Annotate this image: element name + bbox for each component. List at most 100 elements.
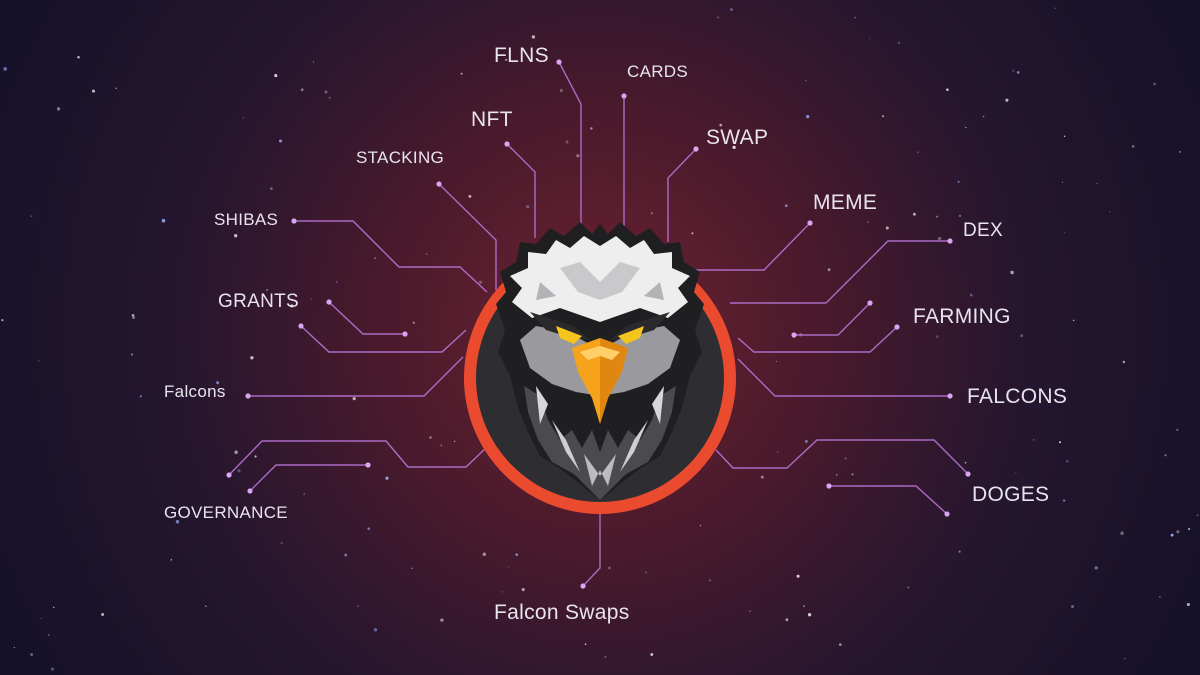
star: [132, 316, 136, 319]
connector-dots: [226, 59, 971, 589]
star: [254, 455, 257, 458]
star: [280, 542, 283, 545]
star: [175, 520, 180, 524]
star: [526, 205, 530, 209]
star: [274, 74, 278, 78]
star: [3, 67, 7, 71]
star: [1131, 145, 1135, 148]
star: [482, 552, 487, 556]
connector-falcons-right: [737, 358, 950, 397]
star: [501, 591, 503, 593]
label-doges: DOGES: [972, 483, 1050, 506]
star: [604, 655, 607, 658]
label-nft: NFT: [471, 108, 513, 131]
star: [644, 571, 648, 574]
star: [775, 360, 777, 362]
star: [935, 335, 939, 338]
connector-farming-b: [737, 326, 898, 353]
connector-farming-a: [794, 302, 871, 336]
label-falcons-right: FALCONS: [967, 385, 1068, 408]
label-cards: CARDS: [627, 62, 689, 81]
star: [559, 88, 563, 93]
star: [1072, 319, 1075, 322]
star: [565, 140, 569, 144]
star: [1071, 605, 1074, 608]
connector-dex: [730, 240, 950, 304]
connector-grants-a: [328, 301, 405, 335]
star: [1120, 531, 1124, 535]
star: [650, 653, 654, 656]
star: [1158, 595, 1161, 598]
dot-farming-a: [867, 300, 873, 306]
star: [270, 187, 273, 190]
star: [785, 618, 789, 622]
star: [1020, 334, 1024, 338]
star: [854, 16, 856, 19]
star: [805, 79, 807, 82]
star: [1124, 658, 1126, 660]
star: [170, 559, 173, 561]
star: [1032, 439, 1035, 441]
connector-falcon-swaps: [582, 510, 601, 587]
star: [699, 524, 702, 527]
star: [1096, 182, 1098, 185]
star: [958, 550, 961, 553]
star: [300, 88, 304, 92]
star: [912, 212, 916, 216]
star: [440, 618, 444, 622]
dot-governance-b-end: [365, 462, 371, 468]
dot-nft: [504, 141, 510, 147]
star: [882, 115, 884, 118]
connector-meme: [690, 222, 811, 271]
star: [964, 461, 967, 464]
dot-falcon-swaps: [580, 583, 586, 589]
star: [1187, 527, 1191, 531]
star: [38, 360, 40, 362]
star: [1012, 69, 1015, 72]
star: [460, 72, 463, 75]
star: [411, 567, 413, 570]
star: [352, 396, 356, 401]
star: [357, 605, 359, 607]
star: [937, 236, 942, 241]
label-shibas: SHIBAS: [214, 210, 279, 229]
dot-doges-b: [944, 511, 950, 517]
star: [717, 16, 719, 19]
star: [730, 8, 733, 11]
star: [521, 588, 525, 592]
star: [30, 215, 33, 218]
star: [1015, 471, 1017, 474]
star: [796, 574, 800, 578]
star: [917, 151, 919, 153]
label-grants: GRANTS: [218, 291, 299, 312]
label-governance: GOVERNANCE: [164, 503, 288, 522]
star: [969, 293, 973, 297]
star: [373, 257, 376, 260]
star: [385, 476, 389, 480]
star: [1186, 602, 1190, 607]
star: [869, 38, 871, 40]
star: [40, 617, 42, 620]
connector-flns: [558, 61, 582, 228]
falcon-emblem: [464, 222, 736, 514]
star: [982, 115, 985, 118]
dot-doges-b-end: [826, 483, 832, 489]
dot-dex: [947, 238, 953, 244]
star: [312, 61, 315, 63]
connector-doges-a: [715, 439, 969, 475]
star: [91, 89, 96, 93]
connector-doges-b: [829, 485, 948, 515]
star: [719, 123, 723, 127]
star: [478, 280, 483, 285]
dot-doges-a: [965, 471, 971, 477]
star: [1109, 210, 1111, 213]
connector-falcons-left: [248, 356, 464, 397]
dot-governance-b: [247, 488, 253, 494]
star: [806, 114, 810, 119]
star: [1094, 566, 1098, 570]
star: [958, 214, 962, 218]
star: [161, 218, 166, 223]
connector-governance-a: [228, 440, 489, 476]
star: [650, 212, 653, 215]
star: [1164, 454, 1167, 457]
